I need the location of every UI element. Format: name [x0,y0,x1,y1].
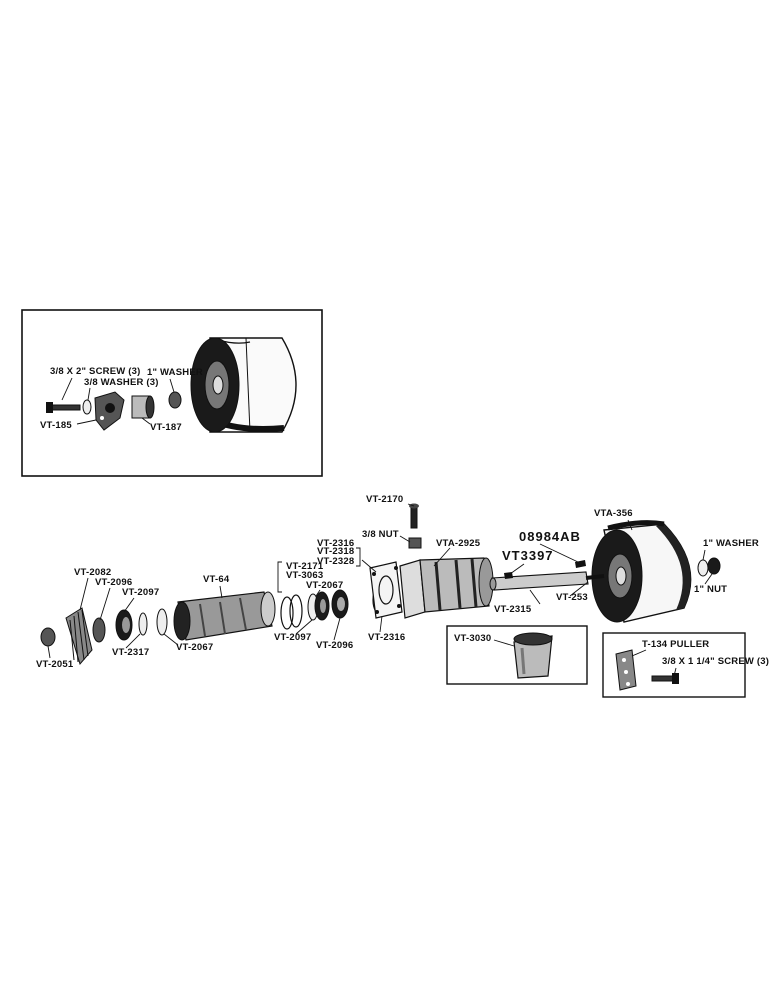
part-vt2067-left [156,608,168,636]
part-vt2097-left [115,609,133,641]
inset-puller-frame [602,632,746,698]
label-vt2318: VT-2318 [317,546,354,557]
label-washer1-inset: 1" WASHER [147,367,203,378]
label-vt2067-left: VT-2067 [176,642,213,653]
part-vt2096-right [331,589,349,619]
part-vt2171 [280,596,294,630]
label-nut-1in: 1" NUT [694,584,727,595]
label-vt2171: VT-2171 [286,561,324,572]
label-vt2096-right: VT-2096 [316,640,353,651]
label-nut-3-8: 3/8 NUT [362,529,399,540]
washer-inset [82,399,92,415]
label-vt2317: VT-2317 [112,647,149,658]
part-vt2096-left [92,617,106,643]
label-08984ab: 08984AB [519,529,581,544]
label-vt2097-left: VT-2097 [122,587,159,598]
part-vta2925-housing [399,557,494,619]
label-t134: T-134 PULLER [642,639,709,650]
pulley-drum-inset [190,337,297,433]
label-vta356: VTA-356 [594,508,633,519]
label-vt64: VT-64 [203,574,230,585]
label-vt2082: VT-2082 [74,567,111,578]
label-vt2051: VT-2051 [36,659,74,670]
part-vt3030-cup [513,632,553,679]
label-vt185: VT-185 [40,420,72,431]
part-t134-puller [615,649,637,691]
part-vt253 [585,574,605,580]
hub-vt185 [94,391,125,431]
part-vt2082-gear [65,607,93,666]
part-nut-3-8 [408,537,422,549]
label-vt2067-right: VT-2067 [306,580,343,591]
label-washer3-inset: 3/8 WASHER (3) [84,377,159,388]
label-vt2170: VT-2170 [366,494,403,505]
inset-top: 3/8 X 2" SCREW (3) 3/8 WASHER (3) 1" WAS… [21,309,323,477]
part-nut-1in [707,557,721,575]
label-vt2097-right: VT-2097 [274,632,311,643]
label-vt3397: VT3397 [502,548,554,563]
part-washer-1in [697,559,709,577]
label-vta2925: VTA-2925 [436,538,481,549]
part-vt2051 [40,627,56,647]
main-assembly: VT-2170 3/8 NUT VT-2318 VT-2328 VTA-2925… [36,494,759,670]
label-screw-puller: 3/8 X 1 1/4" SCREW (3) [662,656,769,667]
label-vt3030: VT-3030 [454,633,491,644]
label-vt2316-upper: VT-2316 [317,538,354,549]
label-vt3063: VT-3063 [286,570,323,581]
part-vt2097-right [314,591,330,621]
label-screw-inset: 3/8 X 2" SCREW (3) [50,366,140,377]
inset-puller: T-134 PULLER 3/8 X 1 1/4" SCREW (3) [602,632,769,698]
label-washer-1in: 1" WASHER [703,538,759,549]
part-vt2317 [138,612,148,636]
label-vt2315: VT-2315 [494,604,532,615]
part-vt3063 [289,594,303,628]
part-vta356-pulley [585,520,692,623]
part-vt64-tube [173,591,276,641]
label-vt253: VT-253 [556,592,588,603]
washer-1in-inset [168,391,182,409]
screw-inset [46,402,81,413]
inset-top-frame [21,309,323,477]
label-vt2316-lower: VT-2316 [368,632,405,643]
label-vt2096-left: VT-2096 [95,577,132,588]
inset-cup: VT-3030 [446,625,588,685]
inset-cup-frame [446,625,588,685]
label-vt187: VT-187 [150,422,182,433]
part-vt2170-pin [409,503,419,529]
part-gasket-vt2318 [369,561,403,619]
spacer-vt187 [131,395,155,419]
part-screw-puller [651,673,679,684]
part-vt2315-shaft [489,571,589,591]
label-vt2328: VT-2328 [317,556,354,567]
